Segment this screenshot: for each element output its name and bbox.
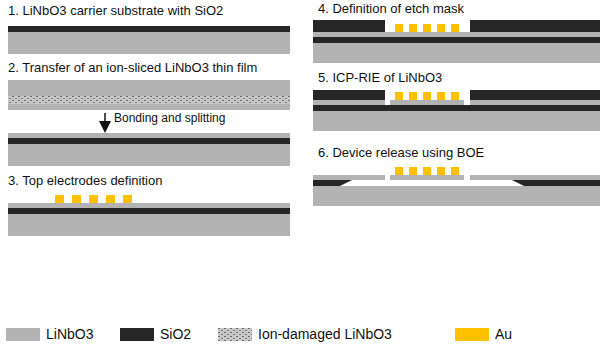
step-caption: 4. Definition of etch mask [318,2,464,17]
legend-text: SiO2 [160,326,191,342]
step5-stack-part [395,92,403,100]
bonding-arrow-part [104,113,106,127]
step4-stack-part [470,20,600,32]
step5-stack-part [451,92,459,100]
bonding-arrow [105,113,106,127]
step5-stack-part [313,105,600,111]
step4-stack-part [313,20,385,32]
step4-stack-part [313,43,600,63]
step-caption: 1. LiNbO3 carrier substrate with SiO2 [8,4,223,19]
step5-stack-part [313,100,385,105]
step6-stack-part [313,180,352,186]
step4-stack [313,20,600,63]
step3-stack-part [123,195,132,203]
step3-stack-part [8,208,290,214]
step6-stack-part [423,167,431,175]
step2-stack-part [8,144,290,166]
step5-stack-part [313,90,385,100]
step2-donor-wafer-part [8,80,290,96]
step4-stack-part [313,32,600,37]
step2-stack-part [8,133,290,138]
step5-stack-part [313,111,600,131]
legend-pattern-swatch [218,328,252,341]
legend-pattern [218,328,252,341]
step4-stack-part [313,37,600,43]
step1-stack-part [8,26,290,32]
step6-stack-part [437,167,445,175]
step3-stack-part [72,195,81,203]
step5-stack-part [390,100,464,105]
step3-stack-part [89,195,98,203]
step6-stack-part [451,167,459,175]
step2-donor-wafer-part [8,96,290,104]
step1-stack-part [8,32,290,54]
step3-stack-part [8,203,290,208]
step-caption: 6. Device release using BOE [318,146,484,161]
step3-stack-part [106,195,115,203]
legend-swatch [455,328,489,341]
step4-stack-part [409,24,417,32]
step2-stack [8,133,290,166]
step5-stack-part [423,92,431,100]
step3-stack-part [55,195,64,203]
step6-stack-part [313,186,600,206]
step4-stack-part [437,24,445,32]
step2-donor-wafer [8,80,290,110]
step6-stack-part [409,167,417,175]
step-caption: 2. Transfer of an ion-sliced LiNbO3 thin… [8,61,257,76]
step5-stack-part [470,100,600,105]
legend-swatch [120,328,154,341]
step5-stack [313,90,600,131]
legend-text: Ion-damaged LiNbO3 [258,326,392,342]
step-caption: 5. ICP-RIE of LiNbO3 [318,71,442,86]
step5-stack-part [409,92,417,100]
legend-text: LiNbO3 [46,326,93,342]
step2-donor-wafer-part [8,104,290,110]
step6-stack-part [395,167,403,175]
process-note: Bonding and splitting [114,112,225,126]
step5-stack-part [437,92,445,100]
step6-stack-part [313,175,385,180]
step6-stack [313,167,600,206]
step3-stack [8,195,290,236]
step3-stack-part [8,214,290,236]
step2-stack-part [8,138,290,144]
step-caption: 3. Top electrodes definition [8,174,162,189]
step4-stack-part [423,24,431,32]
step6-stack-part [512,180,600,186]
legend-text: Au [495,326,512,342]
step4-stack-part [395,24,403,32]
step1-stack [8,26,290,54]
step5-stack-part [470,90,600,100]
step6-stack-part [470,175,600,180]
step4-stack-part [451,24,459,32]
legend-swatch [6,328,40,341]
step6-stack-part [390,175,464,180]
